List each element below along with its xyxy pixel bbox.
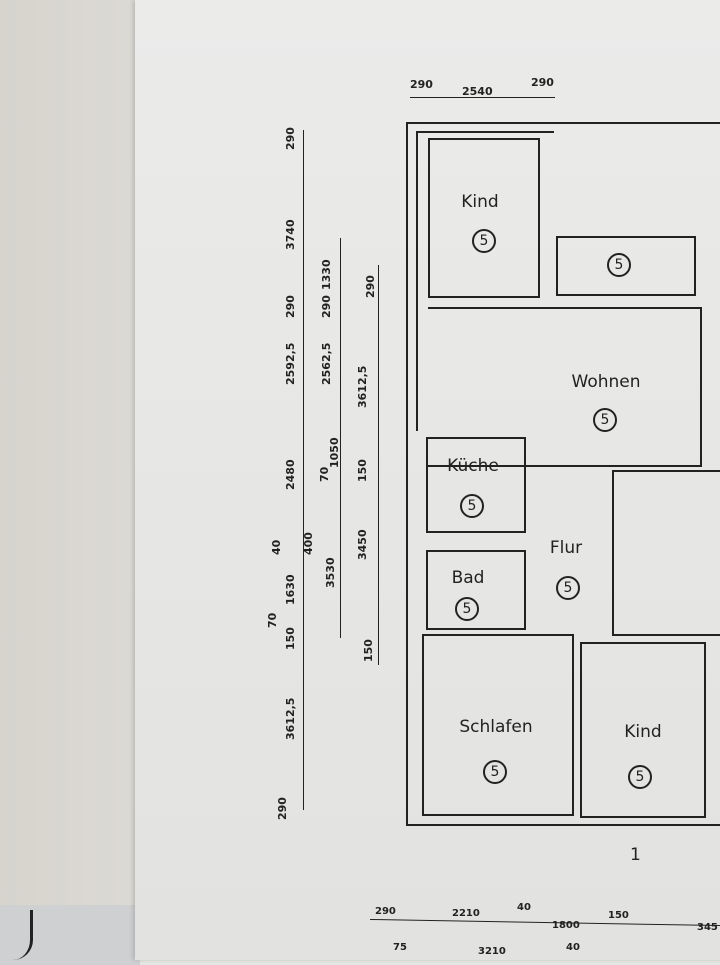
dim-left: 70	[266, 612, 279, 628]
room-code-badge: 5	[472, 229, 496, 253]
dim-left: 290	[284, 295, 297, 318]
dim-left: 1050	[328, 437, 341, 468]
room-kind-top	[428, 138, 540, 298]
dim-left: 150	[356, 459, 369, 482]
inner-wall	[416, 131, 554, 431]
room-kueche	[426, 437, 526, 533]
room-label: Schlafen	[459, 717, 533, 737]
dim-bottom: 40	[566, 942, 580, 953]
dim-left: 150	[284, 627, 297, 650]
room-kind-bottom	[580, 642, 706, 818]
room-label: Wohnen	[571, 372, 641, 392]
staircase	[612, 470, 720, 636]
dim-left: 3530	[324, 557, 337, 588]
dim-left: 3740	[284, 219, 297, 250]
dim-bottom: 1800	[552, 920, 580, 931]
dim-bottom: 2210	[452, 908, 480, 919]
dim-left: 3450	[356, 529, 369, 560]
dim-left: 2562,5	[320, 342, 333, 385]
dim-left: 2480	[284, 459, 297, 490]
dim-line-top	[410, 97, 555, 98]
room-label: Kind	[624, 722, 662, 742]
dim-left: 3612,5	[356, 365, 369, 408]
outer-wall	[406, 122, 720, 826]
dim-left: 1630	[284, 574, 297, 605]
dim-bottom: 75	[393, 942, 407, 953]
room-code-badge: 5	[460, 494, 484, 518]
dim-left: 1330	[320, 259, 333, 290]
dim-left: 290	[276, 797, 289, 820]
room-code-badge: 5	[483, 760, 507, 784]
dim-left: 400	[302, 532, 315, 555]
dim-bottom: 3210	[478, 946, 506, 957]
room-balcony	[556, 236, 696, 296]
dim-left: 40	[270, 539, 283, 555]
room-wohnen	[428, 307, 702, 467]
room-code-badge: 5	[607, 253, 631, 277]
dim-top: 2540	[462, 85, 493, 98]
dim-bottom: 345	[697, 922, 718, 933]
dim-bottom: 150	[608, 910, 629, 921]
room-label: Flur	[549, 538, 583, 558]
dim-left: 290	[320, 295, 333, 318]
dim-left: 290	[364, 275, 377, 298]
dim-left: 2592,5	[284, 342, 297, 385]
room-label: Kind	[461, 192, 499, 212]
dim-top: 290	[531, 76, 554, 89]
room-code-badge: 5	[628, 765, 652, 789]
room-bad	[426, 550, 526, 630]
cable	[0, 910, 33, 960]
dim-bottom: 290	[375, 906, 396, 917]
dim-line-col1	[303, 130, 304, 810]
room-code-badge: 5	[455, 597, 479, 621]
dim-top: 290	[410, 78, 433, 91]
unit-number: 1	[630, 845, 641, 865]
room-code-badge: 5	[593, 408, 617, 432]
dim-left: 150	[362, 639, 375, 662]
background-table	[0, 0, 150, 960]
dim-left: 290	[284, 127, 297, 150]
dim-line-col3	[378, 265, 379, 665]
dim-left: 70	[318, 466, 331, 482]
dim-line-col2	[340, 238, 341, 638]
dim-bottom: 40	[517, 902, 531, 913]
room-schlafen	[422, 634, 574, 816]
dim-left: 3612,5	[284, 697, 297, 740]
room-code-badge: 5	[556, 576, 580, 600]
room-label: Küche	[447, 456, 499, 476]
room-label: Bad	[451, 568, 485, 588]
